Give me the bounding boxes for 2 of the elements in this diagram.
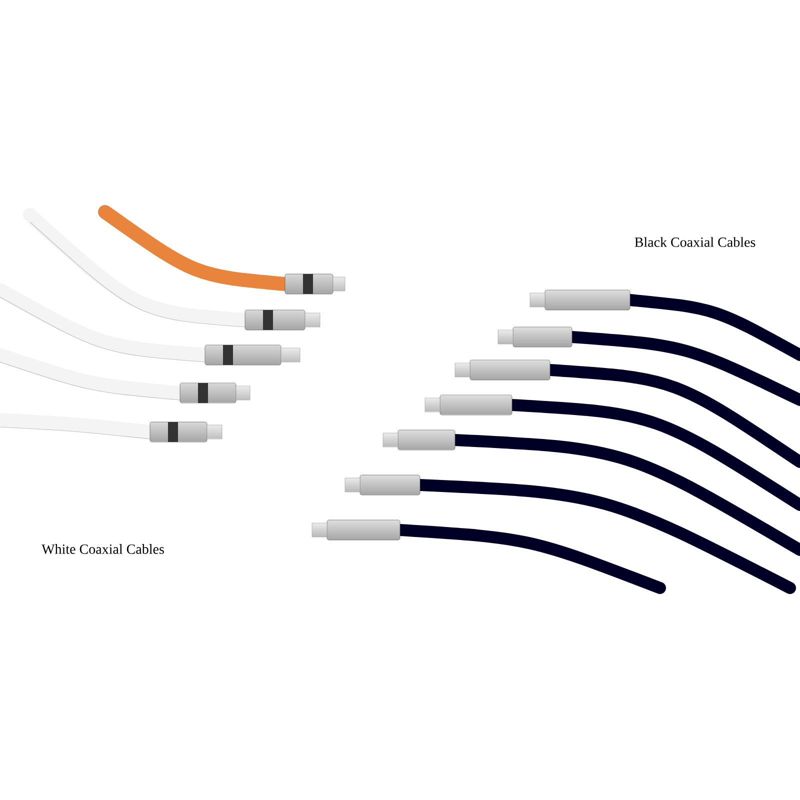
caption-text: White Coaxial Cables	[42, 544, 164, 554]
caption-text: Black Coaxial Cables	[634, 237, 756, 247]
